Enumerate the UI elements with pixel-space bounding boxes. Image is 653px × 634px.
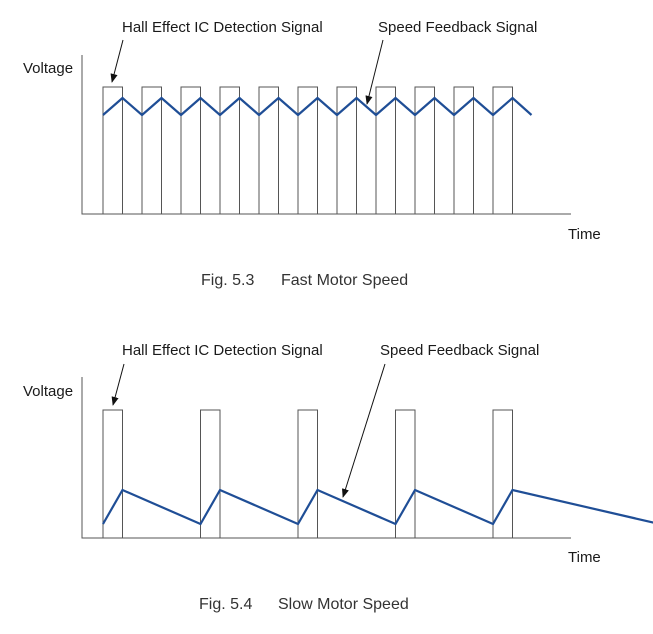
y-axis-label: Voltage [23, 60, 73, 77]
hall-pulse [414, 86, 435, 214]
hall-pulse [453, 86, 474, 214]
hall-pulse [102, 86, 123, 214]
hall-pulse-group [102, 409, 513, 538]
hall-pulse [297, 409, 318, 538]
axes [81, 55, 571, 215]
speed-signal-pointer [342, 363, 386, 498]
hall-signal-label: Hall Effect IC Detection Signal [122, 342, 323, 359]
figure-fast-motor-speed: Hall Effect IC Detection Signal Speed Fe… [23, 19, 601, 289]
x-axis-label: Time [568, 226, 601, 243]
hall-pulse [258, 86, 279, 214]
figure-number: Fig. 5.3 [201, 272, 254, 289]
hall-pulse [395, 409, 416, 538]
speed-signal-label: Speed Feedback Signal [378, 19, 537, 36]
hall-pulse [219, 86, 240, 214]
hall-signal-pointer [110, 39, 124, 83]
figure-title: Fast Motor Speed [281, 272, 408, 289]
hall-pulse [200, 409, 221, 538]
hall-pulse [336, 86, 357, 214]
speed-signal-pointer [365, 39, 384, 105]
hall-signal-pointer [111, 363, 125, 406]
hall-pulse [375, 86, 396, 214]
speed-feedback-line [102, 96, 533, 117]
hall-pulse [297, 86, 318, 214]
speed-signal-label: Speed Feedback Signal [380, 342, 539, 359]
speed-feedback-line [102, 488, 653, 526]
hall-pulse [492, 86, 513, 214]
hall-pulse [492, 409, 513, 538]
hall-pulse-group [102, 86, 513, 214]
x-axis-label: Time [568, 549, 601, 566]
hall-pulse [180, 86, 201, 214]
hall-signal-label: Hall Effect IC Detection Signal [122, 19, 323, 36]
figure-slow-motor-speed: Hall Effect IC Detection Signal Speed Fe… [23, 342, 653, 613]
y-axis-label: Voltage [23, 383, 73, 400]
axes [81, 377, 571, 539]
figure-title: Slow Motor Speed [278, 596, 409, 613]
hall-pulse [141, 86, 162, 214]
hall-pulse [102, 409, 123, 538]
figure-number: Fig. 5.4 [199, 596, 252, 613]
